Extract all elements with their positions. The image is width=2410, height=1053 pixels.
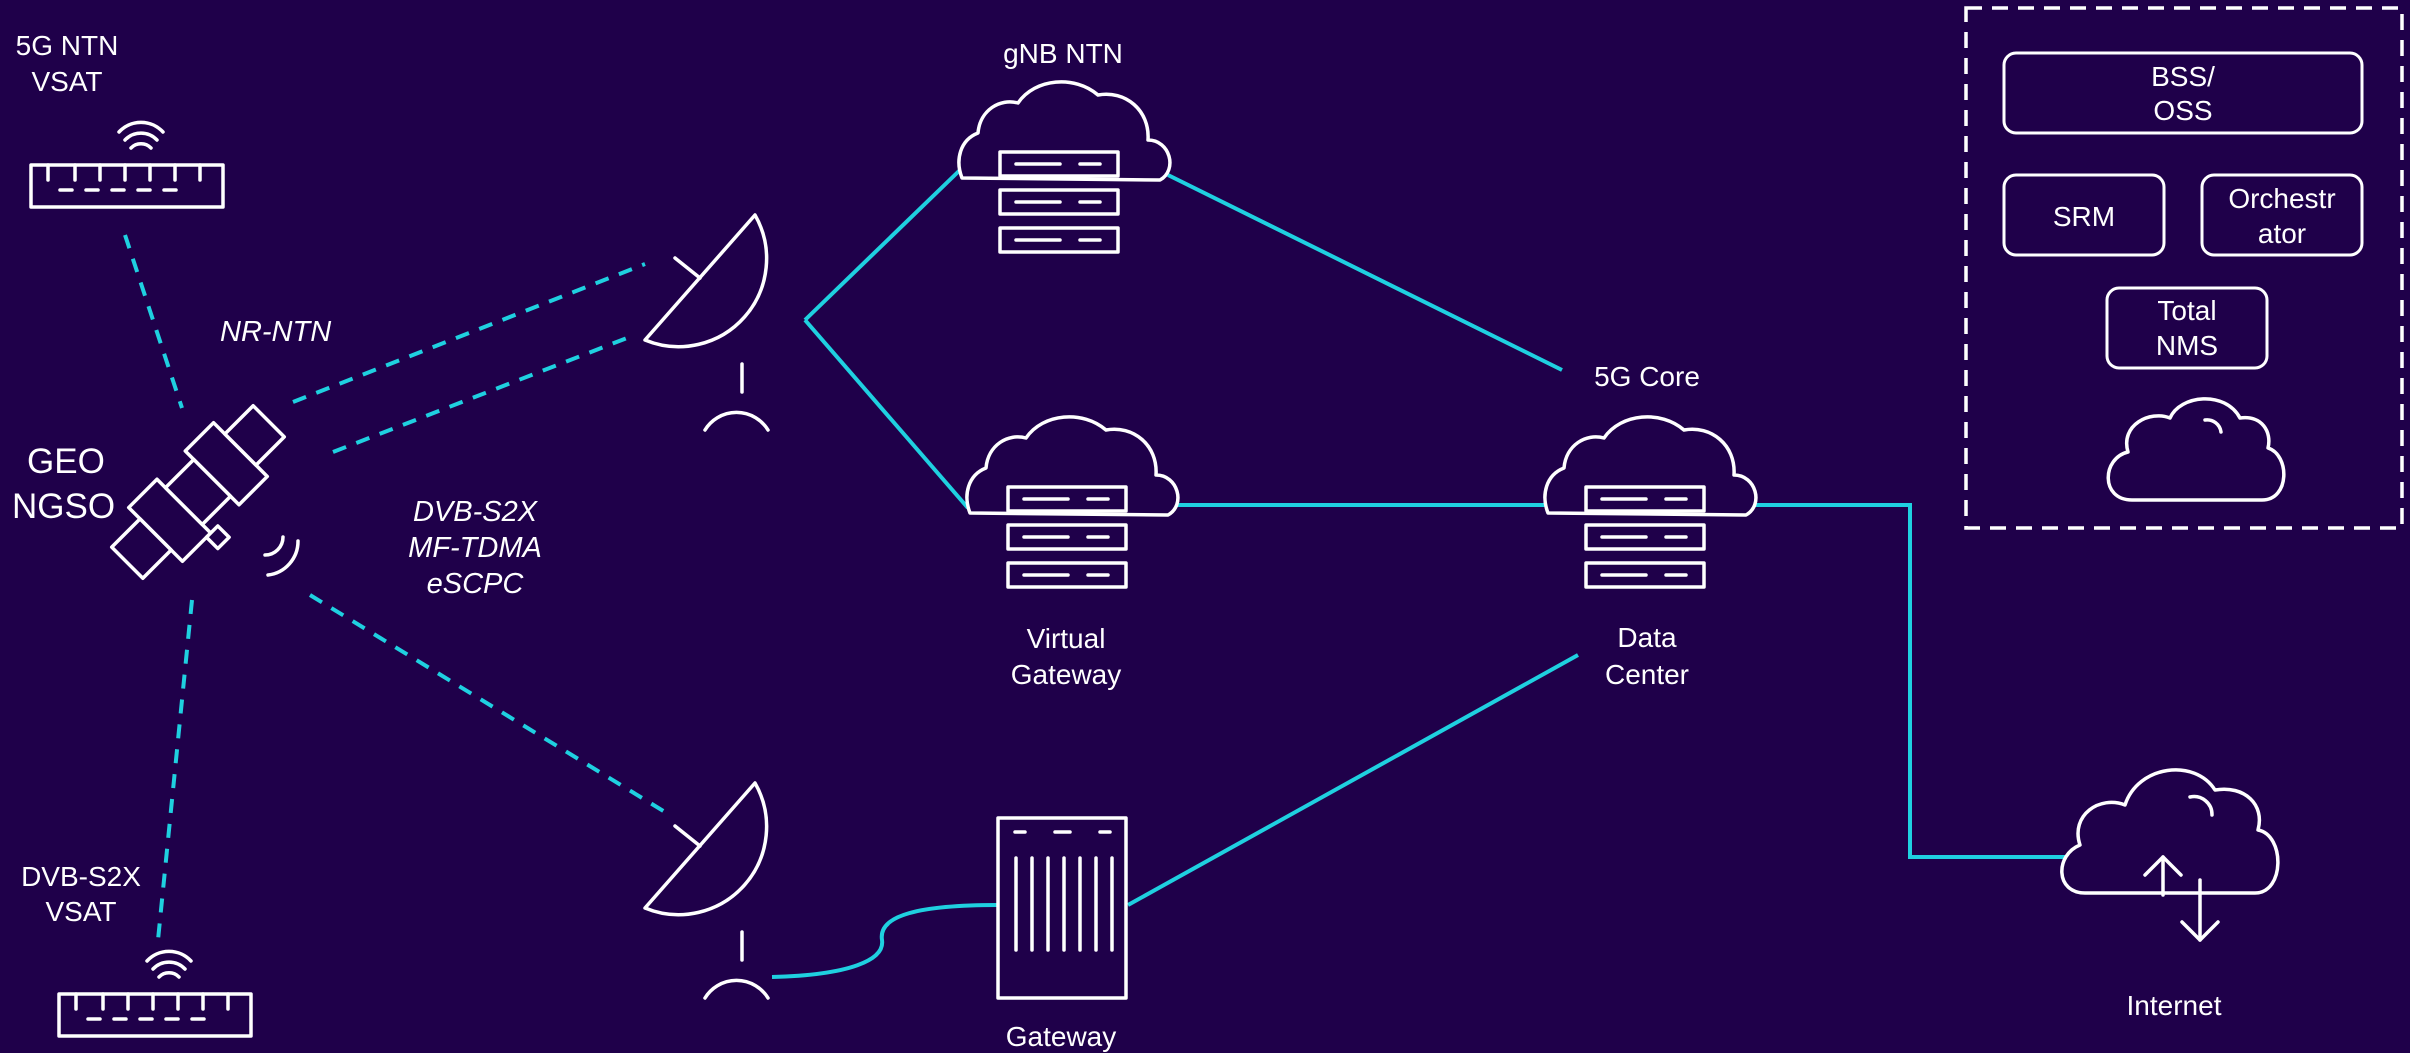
core-5g-label: 5G Core	[1594, 361, 1700, 392]
gateway: Gateway	[996, 816, 1128, 1052]
virtual-gateway	[965, 415, 1180, 589]
link-dish-to-gnb	[803, 168, 962, 322]
vsat-dvb-label-line1: DVB-S2X	[21, 861, 141, 892]
vsat-dvb-label-line2: VSAT	[45, 896, 116, 927]
vsat-dvb-terminal: DVB-S2X VSAT	[21, 861, 253, 1038]
link-gnb-to-5g-core	[1167, 173, 1563, 372]
link-data-center-to-internet	[1755, 503, 2068, 859]
satellite-signal-icon	[263, 535, 285, 557]
solid-links	[771, 168, 2068, 979]
srm-label: SRM	[2053, 201, 2115, 232]
bss-oss-label-line2: OSS	[2153, 95, 2212, 126]
virtual-gateway-label-line2: Gateway	[1011, 659, 1122, 690]
vsat-terminal-icon	[29, 120, 225, 209]
radio-links	[123, 234, 667, 941]
orchestrator-label-line1: Orchestr	[2228, 183, 2335, 214]
satellite-label-line1: GEO	[27, 442, 105, 481]
link-dish-to-virtual-gateway	[803, 318, 970, 510]
cloud-server-icon	[957, 80, 1172, 254]
satellite-label-line2: NGSO	[12, 487, 115, 526]
internet-cloud-icon	[2060, 768, 2280, 942]
srm-box	[2002, 173, 2166, 257]
gateway-label: Gateway	[1006, 1021, 1117, 1052]
radio-link-vsat-ntn	[123, 234, 184, 409]
bss-oss-label-line1: BSS/	[2151, 61, 2215, 92]
cloud-server-icon	[965, 415, 1180, 589]
gnb-ntn-label: gNB NTN	[1003, 38, 1123, 69]
dish-antenna-lower	[643, 781, 770, 1000]
link-gateway-to-data-center	[1127, 653, 1579, 907]
data-center	[1543, 415, 1758, 589]
management-panel: BSS/ OSS SRM Orchestr ator Total NMS	[1964, 6, 2404, 530]
dvb-protocol-label-1: DVB-S2X	[413, 496, 539, 528]
virtual-gateway-label-line1: Virtual	[1027, 623, 1106, 654]
dish-antenna-icon	[643, 213, 770, 432]
dvb-protocol-label-3: eSCPC	[427, 568, 525, 600]
vsat-ntn-label-line1: 5G NTN	[16, 30, 119, 61]
orchestrator-label-line2: ator	[2258, 218, 2306, 249]
cloud-icon	[2106, 397, 2286, 502]
total-nms-label-line1: Total	[2157, 295, 2216, 326]
nr-ntn-label: NR-NTN	[220, 316, 331, 348]
dish-antenna-icon	[643, 781, 770, 1000]
gateway-rack-icon	[996, 816, 1128, 1000]
internet: Internet	[2060, 768, 2280, 1021]
total-nms-label-line2: NMS	[2156, 330, 2218, 361]
radio-link-nr-ntn-a	[292, 262, 646, 404]
link-dish-to-gateway-cable	[771, 903, 999, 979]
radio-link-dvb	[308, 593, 667, 814]
cloud-server-icon	[1543, 415, 1758, 589]
vsat-ntn-label-line2: VSAT	[31, 66, 102, 97]
bss-oss-box	[2002, 51, 2364, 135]
radio-link-nr-ntn-b	[332, 336, 628, 454]
orchestrator-box	[2200, 173, 2364, 257]
satellite: GEO NGSO	[12, 403, 300, 581]
satellite-icon	[109, 403, 287, 581]
vsat-ntn-terminal: 5G NTN VSAT	[16, 30, 225, 209]
internet-label: Internet	[2127, 990, 2222, 1021]
total-nms-box	[2105, 286, 2269, 370]
data-center-label-line2: Center	[1605, 659, 1689, 690]
dvb-protocol-label-2: MF-TDMA	[408, 532, 542, 564]
vsat-terminal-icon	[57, 949, 253, 1038]
radio-link-vsat-dvb	[156, 599, 194, 941]
gnb-ntn: gNB NTN	[957, 38, 1172, 254]
data-center-label-line1: Data	[1617, 622, 1677, 653]
dish-antenna-upper	[643, 213, 770, 432]
